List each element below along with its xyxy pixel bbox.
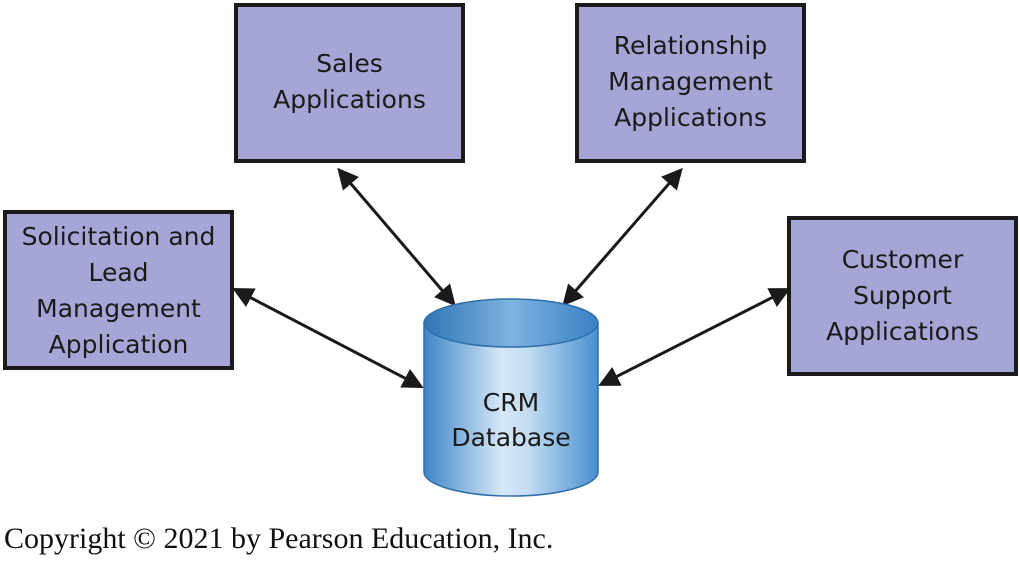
solicitation-line-2: Lead <box>88 258 148 287</box>
crm-diagram: Sales Applications Relationship Manageme… <box>3 3 1018 497</box>
edge-solicitation-database <box>232 288 424 388</box>
database-top <box>423 298 599 348</box>
relationship-line-1: Relationship <box>614 31 767 60</box>
support-line-1: Customer <box>842 245 964 274</box>
edge-sales-database <box>337 167 456 307</box>
customer-support-box: Customer Support Applications <box>787 216 1018 376</box>
solicitation-lead-box: Solicitation and Lead Management Applica… <box>3 210 234 370</box>
database-line-2: Database <box>451 423 570 452</box>
solicitation-line-3: Management <box>36 294 201 323</box>
relationship-management-box: Relationship Management Applications <box>575 3 806 163</box>
database-line-1: CRM <box>483 388 539 417</box>
solicitation-line-4: Application <box>49 330 189 359</box>
support-line-3: Applications <box>826 317 979 346</box>
relationship-line-2: Management <box>608 67 773 96</box>
solicitation-line-1: Solicitation and <box>22 222 216 251</box>
edge-support-database <box>598 288 791 386</box>
relationship-line-3: Applications <box>614 103 767 132</box>
database-body <box>423 322 599 497</box>
sales-line-1: Sales <box>316 49 383 78</box>
crm-database-cylinder: CRM Database <box>423 298 599 497</box>
connectors <box>232 167 791 388</box>
copyright-notice: Copyright © 2021 by Pearson Education, I… <box>4 522 554 555</box>
support-line-2: Support <box>853 281 952 310</box>
sales-applications-box: Sales Applications <box>234 3 465 163</box>
sales-line-2: Applications <box>273 85 426 114</box>
edge-relationship-database <box>562 167 683 307</box>
